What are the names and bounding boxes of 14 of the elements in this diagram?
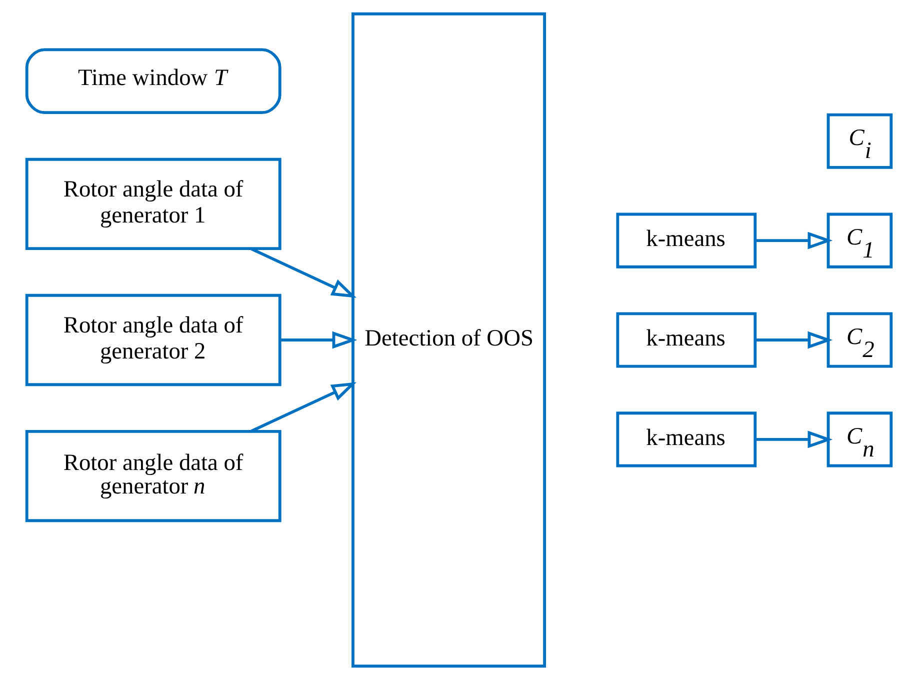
arrow xyxy=(250,382,356,433)
arrow xyxy=(754,232,832,250)
node-box: Detection of OOS xyxy=(351,12,546,668)
node-box: Rotor angle data of generator n xyxy=(24,430,281,522)
node-box: k-means xyxy=(616,412,756,468)
arrow xyxy=(754,430,832,448)
arrow xyxy=(280,331,357,349)
node-box: k-means xyxy=(616,212,756,268)
node-box: Rotor angle data of generator 1 xyxy=(24,158,281,250)
arrow xyxy=(754,331,832,349)
node-box: Rotor angle data of generator 2 xyxy=(24,294,281,386)
node-box: k-means xyxy=(616,312,756,368)
arrow xyxy=(250,247,356,298)
node-box: Time window T xyxy=(24,48,281,114)
